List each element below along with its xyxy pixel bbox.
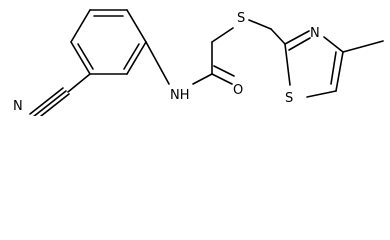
chemical-structure-diagram: N NH O S N S bbox=[13, 9, 384, 116]
benzene-ring bbox=[70, 9, 147, 75]
carbonyl-o-label: O bbox=[233, 83, 243, 98]
thiazole-n-label: N bbox=[310, 26, 320, 41]
amide-nh-label: NH bbox=[170, 88, 190, 103]
nitrile-group: N bbox=[13, 73, 91, 116]
thiazole-ring: N S bbox=[284, 26, 384, 106]
thioether-s-label: S bbox=[237, 11, 245, 26]
thioether-linkage: S bbox=[211, 11, 286, 45]
thiazole-s-label: S bbox=[285, 91, 293, 106]
amide-linkage: NH O bbox=[145, 41, 243, 103]
structure-canvas: N NH O S N S bbox=[0, 0, 390, 116]
nitrile-n-label: N bbox=[13, 99, 23, 114]
